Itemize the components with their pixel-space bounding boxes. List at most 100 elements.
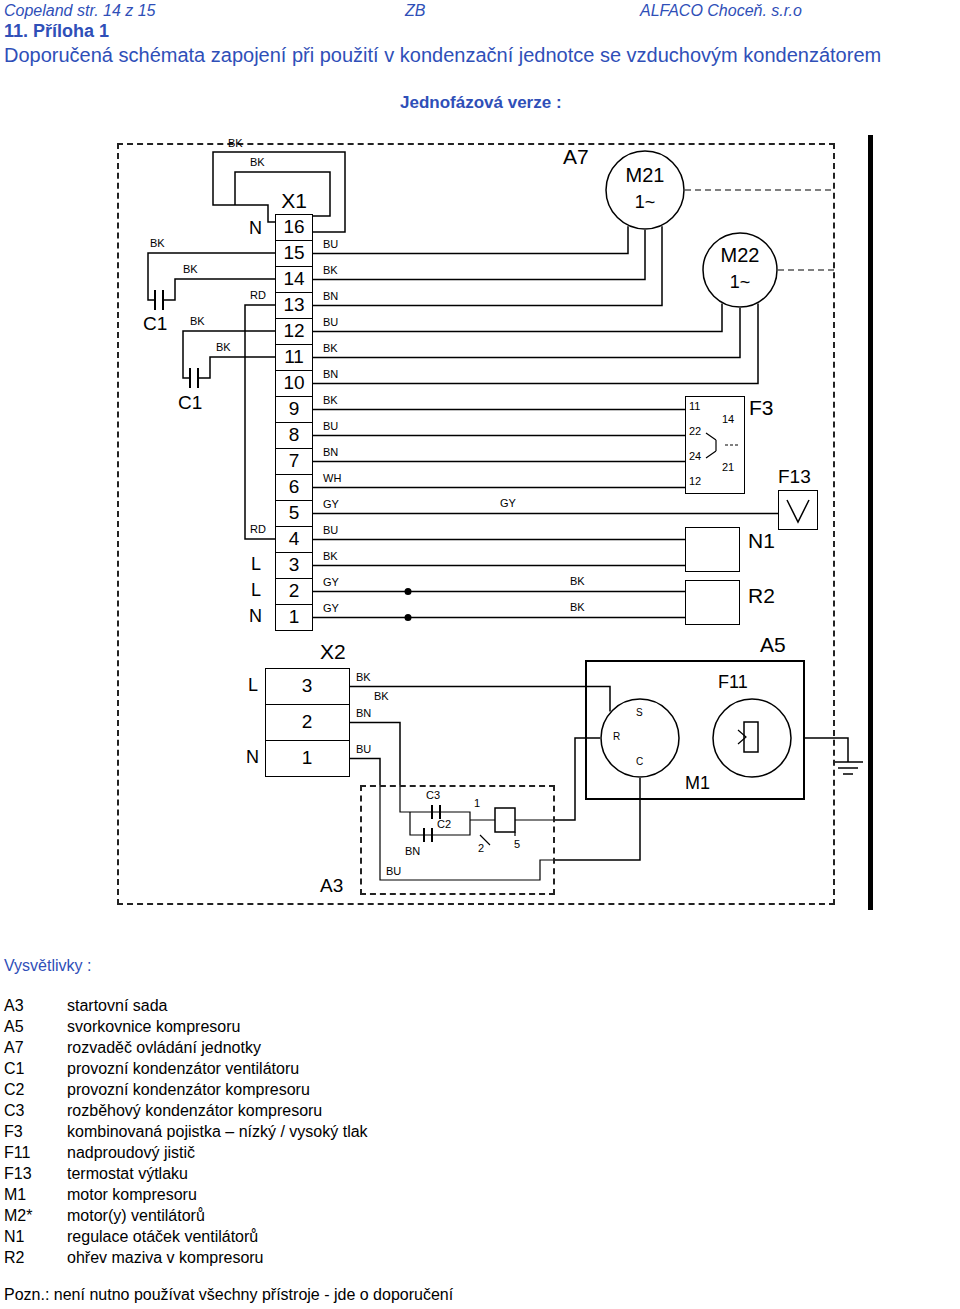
legend-text: provozní kondenzátor ventilátoru: [67, 1060, 299, 1078]
circle-outline: [606, 151, 684, 229]
node-label: C: [636, 756, 643, 768]
terminal: 3: [265, 668, 350, 705]
wire-color-code: BK: [190, 315, 205, 328]
capacitor-symbol: [155, 290, 198, 388]
wire-color-code: BN: [322, 368, 339, 381]
wire: [555, 738, 600, 820]
legend-code: C1: [4, 1060, 24, 1078]
pressure-switch: F3112224121421: [685, 396, 745, 494]
terminal: 4: [275, 526, 313, 553]
node-label: F13: [778, 466, 811, 488]
switch-symbol: [725, 445, 740, 446]
wire: [313, 487, 685, 489]
circle-outline: [601, 699, 679, 777]
component-label: L: [251, 580, 261, 601]
wire: [313, 226, 628, 253]
node-label: 14: [722, 413, 734, 426]
node-label: 14: [283, 268, 304, 290]
node-label: 6: [289, 476, 300, 498]
subtitle: Vysvětlivky :: [4, 957, 91, 975]
node-label: A3: [320, 875, 343, 897]
wire: [350, 759, 380, 786]
legend-text: provozní kondenzátor kompresoru: [67, 1081, 310, 1099]
wire: [350, 687, 610, 712]
circle-outline: [713, 699, 791, 777]
legend-code: F11: [4, 1144, 30, 1162]
wire-color-code: GY: [322, 602, 340, 615]
node-label: 7: [289, 450, 300, 472]
node-label: 9: [289, 398, 300, 420]
overload-protector: F11: [712, 698, 792, 778]
node-label: 1: [289, 606, 300, 628]
wire: [313, 308, 740, 358]
wire: [313, 539, 685, 541]
legend-code: A5: [4, 1018, 24, 1036]
relay-coil: [495, 808, 515, 832]
section-heading: Jednofázová verze :: [400, 93, 562, 113]
legend-code: C2: [4, 1081, 24, 1099]
wire-color-code: 5: [514, 838, 520, 851]
wire: [313, 226, 662, 305]
node-label: F11: [718, 672, 748, 693]
circle-outline: [702, 232, 778, 308]
legend-text: rozvaděč ovládání jednotky: [67, 1039, 261, 1057]
legend-code: M2*: [4, 1207, 32, 1225]
wire-color-code: BN: [355, 707, 372, 720]
compressor-terminals: SRC: [600, 698, 680, 778]
wire-color-code: BK: [355, 671, 372, 684]
page-title: 11. Příloha 1: [4, 21, 109, 42]
terminal: 1: [275, 604, 313, 631]
fan-motor: M221~: [702, 232, 778, 308]
subtitle: Doporučená schémata zapojení při použití…: [4, 44, 881, 67]
legend-code: F3: [4, 1123, 23, 1141]
node-label: 1: [302, 747, 313, 769]
legend-code: A3: [4, 997, 24, 1015]
node-label: M21: [626, 164, 665, 187]
terminal: 3: [275, 552, 313, 579]
component-label: L: [248, 675, 258, 696]
legend-code: C3: [4, 1102, 24, 1120]
terminal: 1: [265, 740, 350, 777]
wire-color-code: RD: [250, 523, 266, 536]
wire-color-code: 1: [474, 797, 480, 810]
node-label: 3: [302, 675, 313, 697]
wire-color-code: BN: [322, 446, 339, 459]
legend-code: M1: [4, 1186, 26, 1204]
wire: [313, 230, 645, 280]
wire-color-code: WH: [322, 472, 342, 485]
terminal: 12: [275, 318, 313, 345]
switch-symbol: [706, 433, 716, 458]
node-label: 12: [283, 320, 304, 342]
node-label: 24: [689, 450, 701, 463]
component-label: N: [249, 218, 262, 239]
circle-outline: [712, 698, 792, 778]
speed-controller: N1: [685, 527, 740, 572]
wire-color-code: GY: [322, 498, 340, 511]
terminal: 16: [275, 214, 313, 241]
terminal: 14: [275, 266, 313, 293]
terminal: 9: [275, 396, 313, 423]
wire-color-code: BN: [322, 290, 339, 303]
legend-text: regulace otáček ventilátorů: [67, 1228, 258, 1246]
wire-color-code: BK: [183, 263, 198, 276]
thermostat-symbol: [787, 500, 809, 522]
wire-color-code: BU: [322, 316, 339, 329]
crankcase-heater: R2: [685, 580, 740, 625]
pe-wire: [685, 190, 835, 270]
note: Pozn.: není nutno používat všechny příst…: [4, 1286, 453, 1304]
wire-color-code: BK: [570, 601, 585, 614]
wire: [380, 785, 555, 880]
legend-text: ohřev maziva v kompresoru: [67, 1249, 264, 1267]
start-kit-region: A3: [360, 785, 555, 895]
wire-color-code: BK: [322, 264, 339, 277]
wire-color-code: BU: [386, 865, 401, 878]
wire: [313, 303, 758, 383]
node-label: 13: [283, 294, 304, 316]
node-label: N1: [748, 529, 775, 553]
node-label: 21: [722, 461, 734, 474]
component-label: C1: [178, 392, 202, 414]
legend-text: startovní sada: [67, 997, 168, 1015]
wire-color-code: BU: [322, 524, 339, 537]
wire: [148, 152, 345, 539]
wire-color-code: BK: [570, 575, 585, 588]
